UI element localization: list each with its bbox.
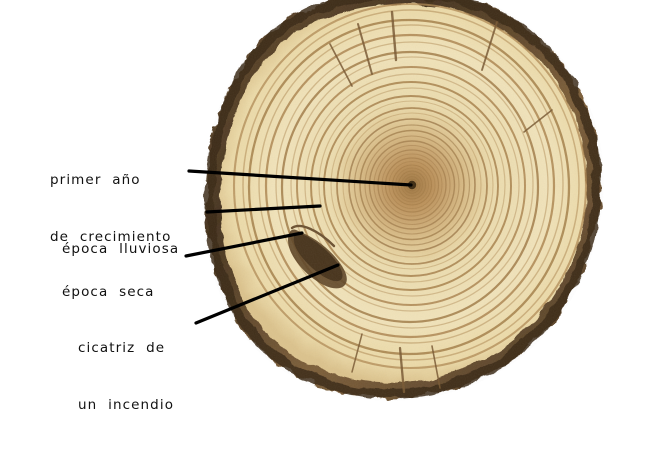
label-epoca-lluviosa-line1: época lluviosa (62, 241, 180, 257)
label-cicatriz-incendio-line1: cicatriz de (78, 340, 166, 356)
label-primer-ano-line2: de crecimiento (50, 229, 172, 245)
label-primer-ano: primer año de crecimiento (50, 133, 171, 285)
label-cicatriz-incendio: cicatriz de un incendio (78, 301, 174, 453)
wood-grain-overlay (202, 0, 604, 401)
label-cicatriz-incendio-line2: un incendio (78, 397, 175, 413)
leader-line-cicatriz-incendio (194, 263, 340, 325)
figure-canvas: primer año de crecimiento época lluviosa… (50, 0, 604, 413)
leader-line-epoca-lluviosa (205, 204, 322, 214)
label-epoca-seca-line1: época seca (62, 284, 155, 300)
leader-line-primer-ano (187, 169, 413, 187)
leader-lines-group (184, 169, 413, 325)
label-primer-ano-line1: primer año (50, 172, 141, 188)
trunk-diagram (184, 0, 604, 401)
label-epoca-seca: época seca (62, 245, 155, 340)
leader-line-epoca-seca (184, 231, 304, 258)
label-epoca-lluviosa: época lluviosa (62, 202, 179, 297)
